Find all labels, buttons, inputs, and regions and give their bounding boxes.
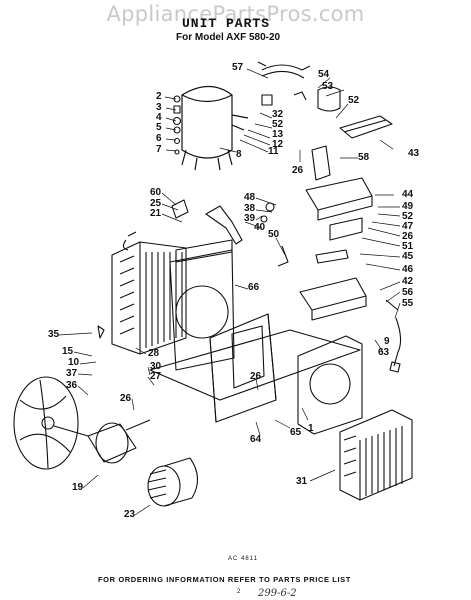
callout-label: 12 (272, 139, 284, 150)
callout-label: 27 (150, 371, 162, 382)
callout-label: 8 (236, 149, 242, 160)
callout-label: 49 (402, 201, 414, 212)
compressor (181, 85, 249, 171)
wire-harness (257, 61, 311, 106)
watermark: AppliancePartsPros.com (106, 2, 365, 26)
fan-blade (13, 376, 79, 470)
base-pan (149, 313, 361, 423)
callout-label: 66 (248, 282, 260, 293)
callout-label: 52 (272, 119, 284, 130)
mounting-hardware (172, 95, 182, 155)
callout-label: 56 (402, 287, 414, 298)
callout-label: 65 (290, 427, 302, 438)
page-number: 2 (237, 589, 241, 595)
diagram-title: UNIT PARTS (182, 16, 271, 31)
callout-label: 63 (378, 347, 390, 358)
footer-note: FOR ORDERING INFORMATION REFER TO PARTS … (98, 575, 351, 584)
callout-label: 4 (156, 112, 162, 123)
callout-label: 19 (72, 482, 84, 493)
callout-label: 52 (402, 211, 414, 222)
callout-label: 54 (318, 69, 330, 80)
callout-label: 40 (254, 222, 266, 233)
callout-label: 55 (402, 298, 414, 309)
handwritten-note: 299-6-2 (258, 588, 297, 599)
callout-label: 43 (408, 148, 420, 159)
callout-label: 9 (384, 336, 390, 347)
evaporator-coil (111, 241, 187, 355)
figure-code: AC 4811 (228, 556, 258, 562)
callout-label: 26 (120, 393, 132, 404)
callout-label: 44 (402, 189, 414, 200)
callout-label: 10 (68, 357, 80, 368)
callout-label: 31 (296, 476, 308, 487)
callout-label: 15 (62, 346, 74, 357)
callout-label: 37 (66, 368, 78, 379)
callout-label: 46 (402, 264, 414, 275)
callout-label: 2 (156, 91, 162, 102)
control-box (299, 177, 373, 321)
callout-label: 51 (402, 241, 414, 252)
capacitor (317, 86, 341, 112)
callout-label: 53 (322, 81, 334, 92)
callout-label: 39 (244, 213, 256, 224)
callout-label: 26 (250, 371, 262, 382)
callout-label: 38 (244, 203, 256, 214)
callout-label: 5 (156, 122, 162, 133)
callout-label: 1 (308, 423, 314, 434)
callout-label: 57 (232, 62, 244, 73)
callout-label: 60 (150, 187, 162, 198)
callout-label: 26 (402, 231, 414, 242)
power-cord (385, 299, 402, 373)
callout-label: 35 (48, 329, 60, 340)
callout-label: 36 (66, 380, 78, 391)
callout-label: 3 (156, 102, 162, 113)
callout-label: 13 (272, 129, 284, 140)
blower-wheel (147, 457, 199, 507)
capillary-tube (97, 199, 189, 339)
callout-label: 32 (272, 109, 284, 120)
callout-label: 47 (402, 221, 414, 232)
callout-label: 26 (292, 165, 304, 176)
callout-label: 64 (250, 434, 262, 445)
callout-label: 52 (348, 95, 360, 106)
callout-label: 11 (268, 146, 279, 157)
condenser-shroud (297, 335, 363, 435)
callout-label: 25 (150, 198, 162, 209)
callout-label: 48 (244, 192, 256, 203)
callout-label: 45 (402, 251, 414, 262)
bracket-58 (311, 145, 331, 181)
callout-label: 21 (150, 208, 162, 219)
callout-label: 30 (150, 361, 162, 372)
callout-label: 58 (358, 152, 370, 163)
blower-housing (169, 239, 235, 371)
fan-motor (53, 419, 151, 464)
callout-label: 7 (156, 144, 162, 155)
condenser-coil (339, 409, 413, 501)
callout-label: 28 (148, 348, 160, 359)
grille-bracket (339, 115, 393, 139)
diagram-subtitle: For Model AXF 580-20 (176, 32, 281, 43)
callout-label: 23 (124, 509, 136, 520)
leader-lines (57, 68, 401, 516)
callout-label: 42 (402, 276, 414, 287)
callout-label: 6 (156, 133, 162, 144)
callout-label: 50 (268, 229, 280, 240)
thermostat (205, 202, 289, 267)
